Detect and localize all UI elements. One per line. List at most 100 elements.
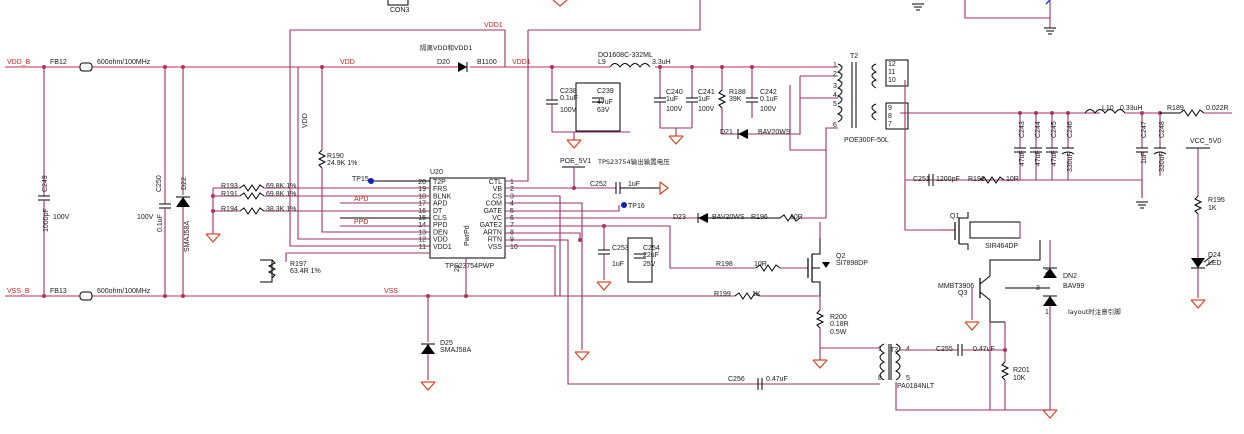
resistor-r200: R200 0.18R 0.5W <box>812 296 880 369</box>
svg-text:5: 5 <box>906 375 910 382</box>
capacitor-c250: C250 0.1uF 100V <box>137 65 171 298</box>
svg-text:47uF: 47uF <box>597 99 613 106</box>
svg-text:VCC_5V0: VCC_5V0 <box>1190 138 1221 145</box>
u20-pin-number: 10 <box>510 244 518 251</box>
svg-text:600ohm/100MHz: 600ohm/100MHz <box>97 59 151 66</box>
net-label-vss: VSS <box>384 288 398 295</box>
u20-pin-name: VDD1 <box>433 244 452 251</box>
svg-text:C240: C240 <box>666 89 683 96</box>
capacitor-c243: C243 47uF <box>1014 111 1026 180</box>
net-poe-5v1: POE_5V1 TPS23754输出输置电压 <box>560 157 670 190</box>
svg-text:PwrPd: PwrPd <box>464 225 471 246</box>
svg-text:D22: D22 <box>181 177 188 190</box>
svg-text:C241: C241 <box>698 89 715 96</box>
svg-text:1200pF: 1200pF <box>936 176 960 183</box>
capacitor-c242: C242 0.1uF 100V <box>746 65 778 118</box>
svg-text:C252: C252 <box>590 181 607 188</box>
svg-text:D20: D20 <box>437 59 450 66</box>
svg-text:69.8K 1%: 69.8K 1% <box>266 183 296 190</box>
svg-text:100V: 100V <box>698 106 715 113</box>
svg-text:C250: C250 <box>156 175 163 192</box>
svg-text:R195: R195 <box>1208 197 1225 204</box>
svg-text:8: 8 <box>888 113 892 120</box>
u20-pin-number: 19 <box>418 186 426 193</box>
capacitor-c255: C255 0.47uF <box>900 322 1006 356</box>
svg-text:0.18R: 0.18R <box>830 321 849 328</box>
svg-text:T2: T2 <box>850 53 858 60</box>
svg-text:T3: T3 <box>890 347 898 354</box>
net-label-vss-b: VSS_B <box>7 288 30 295</box>
capacitor-c245: C245 47uF <box>1046 111 1058 180</box>
net-label-vdd: VDD <box>340 59 355 66</box>
svg-text:1uF: 1uF <box>612 261 624 268</box>
resistor-r193: R193 69.8K 1% <box>213 183 430 192</box>
diode-dn2: DN2 BAV99 2 3 1 layout时注意引脚 <box>1036 240 1121 419</box>
resistor-r199: R199 1K <box>560 291 820 300</box>
svg-text:0.33uH: 0.33uH <box>1120 105 1143 112</box>
svg-text:1: 1 <box>833 62 837 69</box>
svg-text:47uF: 47uF <box>1051 150 1058 166</box>
svg-text:B1100: B1100 <box>477 59 497 66</box>
capacitor-c254: C254 22uF 25V <box>627 237 660 283</box>
svg-text:0.1uF: 0.1uF <box>157 214 164 232</box>
svg-text:D23: D23 <box>673 214 686 221</box>
net-vcc-5v0: VCC_5V0 <box>1186 138 1221 196</box>
svg-text:10: 10 <box>888 77 896 84</box>
u20-pin-name: VB <box>493 186 503 193</box>
svg-text:100V: 100V <box>560 107 577 114</box>
note-layout: layout时注意引脚 <box>1068 307 1121 316</box>
svg-text:C239: C239 <box>597 88 614 95</box>
svg-text:FB12: FB12 <box>50 59 67 66</box>
transformer-t3: T3 PA0184NLT 1 4 5 8 <box>878 343 935 390</box>
svg-text:1: 1 <box>1045 309 1049 316</box>
net-label-vdd-vertical: VDD <box>302 113 309 128</box>
svg-text:MMBT3906: MMBT3906 <box>938 283 974 290</box>
resistor-r195: R195 1K <box>1193 195 1225 258</box>
capacitor-c253: C253 1uF <box>596 224 629 291</box>
u20-pin-number: 20 <box>418 179 426 186</box>
vdd1-rail <box>289 29 506 247</box>
u20-pin-name: GATE2 <box>480 222 503 229</box>
u20-pin-name: BLNK <box>433 193 452 200</box>
resistor-r192: R192 10R <box>968 176 1020 184</box>
svg-text:11: 11 <box>888 69 895 76</box>
svg-text:0.5W: 0.5W <box>830 329 847 336</box>
svg-text:SMAJ58A: SMAJ58A <box>440 347 471 354</box>
svg-text:D24: D24 <box>1208 252 1221 259</box>
svg-text:R190: R190 <box>327 153 344 160</box>
tvs-d22: D22 SMAJ58A <box>176 65 191 298</box>
u20-pin-number: 18 <box>418 193 426 200</box>
u20-pin-name: T2P <box>433 179 446 186</box>
u20-pin-name: CTL <box>489 179 502 186</box>
resistor-r194: R194 38.3K 1% <box>213 206 430 215</box>
svg-text:1000pF: 1000pF <box>43 208 50 232</box>
diode-d21: D21 BAV20WS <box>720 97 838 139</box>
mosfet-q2: Q2 SI7898DP <box>807 222 868 296</box>
capacitor-c240: C240 1uF 100V <box>654 65 692 129</box>
inductor-l10: L10 0.33uH <box>1084 105 1143 114</box>
svg-text:1uF: 1uF <box>1141 152 1148 164</box>
svg-text:SIR464DP: SIR464DP <box>985 243 1018 250</box>
svg-text:C254: C254 <box>643 245 660 252</box>
svg-text:100V: 100V <box>760 106 777 113</box>
resistor-r201: R201 10K <box>1000 348 1030 410</box>
u20-pin-number: 12 <box>418 237 426 244</box>
u20-pin-name: ARTN <box>483 229 502 236</box>
svg-text:L9: L9 <box>598 59 606 66</box>
led-d24: D24 LED <box>1190 252 1222 309</box>
svg-text:C245: C245 <box>1051 121 1058 138</box>
svg-text:R198: R198 <box>716 261 733 268</box>
resistor-r198: R198 10R <box>716 261 808 272</box>
u20-pin-number: 17 <box>418 201 426 208</box>
capacitor-c249: C249 1000pF 100V <box>38 65 70 298</box>
resistor-r197: R197 63.4R 1% <box>260 252 430 283</box>
svg-text:Q1: Q1 <box>950 213 959 220</box>
svg-text:BAV20WS: BAV20WS <box>758 129 791 136</box>
svg-text:BAV20WS: BAV20WS <box>712 214 745 221</box>
svg-text:100V: 100V <box>53 214 70 221</box>
svg-text:63V: 63V <box>597 107 610 114</box>
svg-text:330uF: 330uF <box>1067 152 1074 172</box>
svg-text:25V: 25V <box>643 261 656 268</box>
svg-text:3: 3 <box>833 83 837 90</box>
